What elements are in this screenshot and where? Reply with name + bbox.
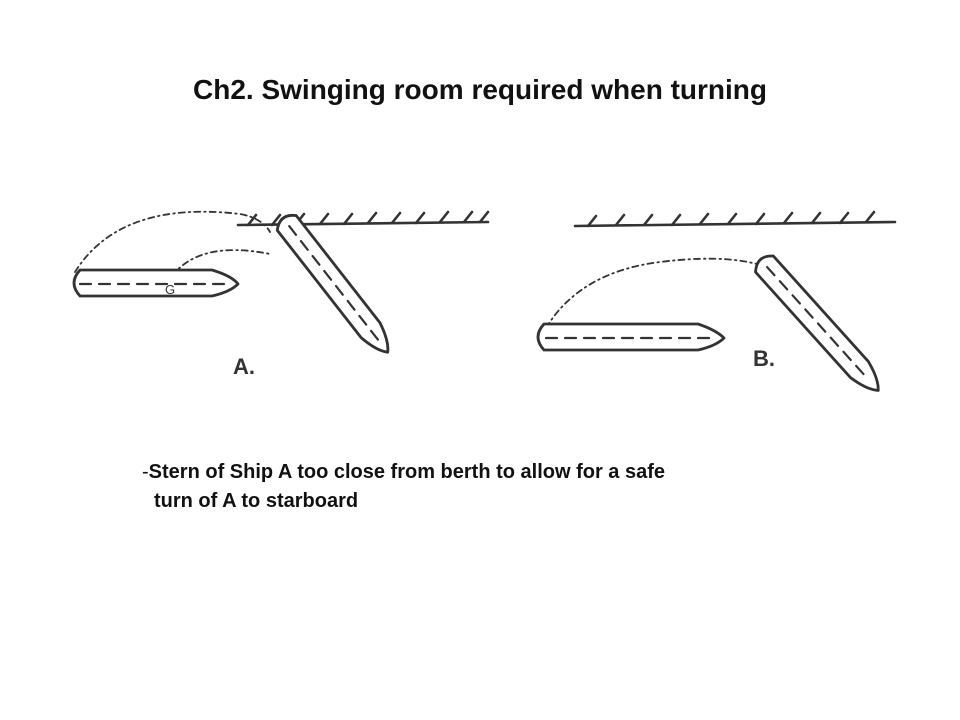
ship-a-initial: G bbox=[72, 268, 240, 298]
slide-title: Ch2. Swinging room required when turning bbox=[193, 74, 767, 105]
ship-a-turned bbox=[275, 213, 390, 354]
pivot-mark: G bbox=[165, 282, 175, 297]
scenario-a: G A. bbox=[72, 210, 490, 379]
caption: -Stern of Ship A too close from berth to… bbox=[142, 458, 902, 516]
berth-b bbox=[573, 210, 897, 228]
scenario-b-label: B. bbox=[753, 346, 775, 371]
caption-dash: - bbox=[142, 461, 149, 483]
scenario-a-label: A. bbox=[233, 354, 255, 379]
turning-diagram: G A. B. bbox=[72, 210, 897, 392]
berth-a bbox=[236, 210, 490, 227]
scenario-b: B. bbox=[536, 210, 897, 392]
swing-arc-a-outer bbox=[74, 210, 271, 273]
caption-line-2: turn of A to starboard bbox=[154, 490, 359, 512]
ship-b-initial bbox=[536, 322, 726, 352]
caption-line-1: -Stern of Ship A too close from berth to… bbox=[142, 458, 902, 487]
caption-line-1-text: Stern of Ship A too close from berth to … bbox=[148, 461, 666, 483]
ship-b-turned bbox=[754, 254, 880, 392]
swing-arc-b bbox=[545, 257, 779, 329]
